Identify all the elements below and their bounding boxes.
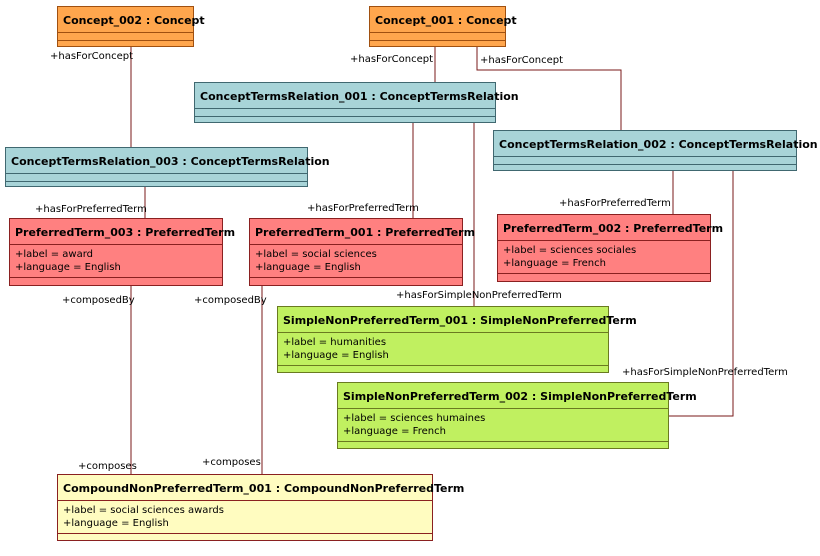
language-attribute: +language = French [343,426,446,437]
language-attribute: +language = English [255,262,361,273]
language-attribute: +language = English [63,518,169,529]
node-title: PreferredTerm_003 : PreferredTerm [10,219,235,245]
label-attribute: +label = sciences humaines [343,413,486,424]
node-title: PreferredTerm_002 : PreferredTerm [498,215,723,241]
simple-non-preferred-term-001-node[interactable]: SimpleNonPreferredTerm_001 : SimpleNonPr… [277,306,637,373]
node-title: PreferredTerm_001 : PreferredTerm [250,219,475,245]
node-title: SimpleNonPreferredTerm_001 : SimpleNonPr… [278,307,637,333]
label-attribute: +label = humanities [283,337,387,348]
role-label-has-for-simple-non-preferred-term: +hasForSimpleNonPreferredTerm [622,367,788,378]
simple-non-preferred-term-002-node[interactable]: SimpleNonPreferredTerm_002 : SimpleNonPr… [337,382,697,449]
node-title: CompoundNonPreferredTerm_001 : CompoundN… [58,475,464,501]
role-label-composed-by: +composedBy [62,295,135,306]
concept-terms-relation-002-node[interactable]: ConceptTermsRelation_002 : ConceptTermsR… [493,130,818,171]
node-title: ConceptTermsRelation_002 : ConceptTermsR… [494,131,818,157]
role-label-has-for-concept: +hasForConcept [50,51,134,62]
role-label-composes: +composes [78,461,137,472]
node-attributes: +label = sciences sociales +language = F… [498,241,710,274]
link-ctr002-snpt002 [669,171,734,417]
label-attribute: +label = social sciences awards [63,505,224,516]
label-attribute: +label = social sciences [255,249,377,260]
node-attributes: +label = humanities +language = English [278,333,608,366]
node-attributes: +label = sciences humaines +language = F… [338,409,668,442]
preferred-term-002-node[interactable]: PreferredTerm_002 : PreferredTerm +label… [497,214,723,282]
concept-001-node[interactable]: Concept_001 : Concept [369,6,517,47]
compound-non-preferred-term-001-node[interactable]: CompoundNonPreferredTerm_001 : CompoundN… [57,474,464,541]
node-title: Concept_002 : Concept [58,7,205,33]
label-attribute: +label = award [15,249,94,260]
node-title: ConceptTermsRelation_003 : ConceptTermsR… [6,148,330,174]
node-title: SimpleNonPreferredTerm_002 : SimpleNonPr… [338,383,697,409]
role-label-composed-by: +composedBy [194,295,267,306]
preferred-term-001-node[interactable]: PreferredTerm_001 : PreferredTerm +label… [249,218,475,286]
preferred-term-003-node[interactable]: PreferredTerm_003 : PreferredTerm +label… [9,218,235,286]
node-attributes: +label = award +language = English [10,245,222,278]
node-title: Concept_001 : Concept [370,7,517,33]
language-attribute: +language = French [503,258,606,269]
role-label-has-for-preferred-term: +hasForPreferredTerm [559,198,671,209]
node-attrs-compartment [195,109,495,117]
role-label-has-for-preferred-term: +hasForPreferredTerm [35,204,147,215]
language-attribute: +language = English [283,350,389,361]
label-attribute: +label = sciences sociales [503,245,637,256]
node-attrs-compartment [370,33,505,41]
role-label-has-for-concept: +hasForConcept [350,54,434,65]
concept-002-node[interactable]: Concept_002 : Concept [57,6,205,47]
concept-terms-relation-003-node[interactable]: ConceptTermsRelation_003 : ConceptTermsR… [5,147,330,187]
role-label-composes: +composes [202,457,261,468]
node-attrs-compartment [494,157,796,165]
node-title: ConceptTermsRelation_001 : ConceptTermsR… [195,83,519,109]
role-label-has-for-simple-non-preferred-term: +hasForSimpleNonPreferredTerm [396,290,562,301]
node-attributes: +label = social sciences awards +languag… [58,501,432,534]
node-attributes: +label = social sciences +language = Eng… [250,245,462,278]
language-attribute: +language = English [15,262,121,273]
link-concept001-ctr002 [476,47,622,130]
node-attrs-compartment [58,33,193,41]
concept-terms-relation-001-node[interactable]: ConceptTermsRelation_001 : ConceptTermsR… [194,82,519,123]
node-attrs-compartment [6,174,307,182]
role-label-has-for-preferred-term: +hasForPreferredTerm [307,203,419,214]
role-label-has-for-concept: +hasForConcept [480,55,564,66]
